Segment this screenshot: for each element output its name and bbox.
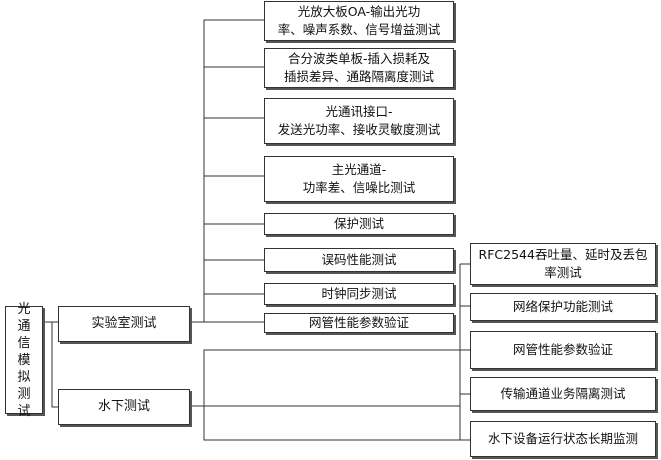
- uw-test-5-label: 水下设备运行状态长期监测: [487, 431, 638, 446]
- uw-test-4-label: 传输通道业务隔离测试: [500, 386, 626, 401]
- lab-test-label: 实验室测试: [91, 316, 157, 331]
- lab-test-3-line1: 光通讯接口-: [325, 104, 393, 119]
- lab-test-1-line1: 光放大板OA-输出光功: [297, 4, 421, 19]
- lab-test-2-line2: 插损差异、通路隔离度测试: [283, 69, 434, 84]
- lab-test-protection: 保护测试: [264, 213, 454, 235]
- underwater-spine: [459, 264, 470, 441]
- lab-test-main-channel: 主光通道- 功率差、信噪比测试: [264, 156, 454, 202]
- uw-test-1-line1: RFC2544吞吐量、延时及丢包: [478, 247, 648, 262]
- lab-test-4-line2: 功率差、信噪比测试: [302, 180, 416, 195]
- root-label: 光通信模拟测试: [17, 301, 31, 419]
- lab-test-mux-demux: 合分波类单板-插入损耗及 插损差异、通路隔离度测试: [264, 48, 454, 88]
- underwater-link-top: [190, 349, 460, 407]
- underwater-test-network-protection: 网络保护功能测试: [470, 293, 656, 321]
- uw-test-2-label: 网络保护功能测试: [512, 299, 613, 314]
- lab-test-1-line2: 率、噪声系数、信号增益测试: [277, 22, 441, 37]
- lab-test-2-line1: 合分波类单板-插入损耗及: [287, 51, 430, 66]
- lab-test-optical-interface: 光通讯接口- 发送光功率、接收灵敏度测试: [264, 98, 454, 144]
- underwater-test-channel-isolation: 传输通道业务隔离测试: [470, 377, 656, 411]
- uw-test-1-line2: 率测试: [544, 265, 582, 280]
- lab-spine: [190, 19, 264, 323]
- lab-test-nms-params: 网管性能参数验证: [264, 313, 454, 333]
- root-node: 光通信模拟测试: [5, 302, 43, 419]
- underwater-test-rfc2544: RFC2544吞吐量、延时及丢包 率测试: [470, 243, 656, 285]
- lab-test-8-label: 网管性能参数验证: [308, 315, 409, 330]
- uw-test-3-label: 网管性能参数验证: [512, 342, 613, 357]
- lab-test-6-label: 误码性能测试: [321, 252, 397, 267]
- lab-test-5-label: 保护测试: [333, 216, 384, 231]
- lab-test-clock-sync: 时钟同步测试: [264, 283, 454, 305]
- lab-test-3-line2: 发送光功率、接收灵敏度测试: [277, 122, 441, 137]
- underwater-link-bottom: [190, 405, 460, 441]
- root-spine: [43, 321, 58, 408]
- lab-test-7-label: 时钟同步测试: [321, 286, 397, 301]
- underwater-test-nms-params: 网管性能参数验证: [470, 331, 656, 369]
- lab-test-bit-error: 误码性能测试: [264, 248, 454, 272]
- underwater-test-label: 水下测试: [97, 399, 150, 414]
- lab-test-optical-amplifier: 光放大板OA-输出光功 率、噪声系数、信号增益测试: [264, 1, 454, 41]
- lab-test-4-line1: 主光通道-: [331, 162, 387, 177]
- underwater-test-node: 水下测试: [58, 389, 190, 425]
- lab-test-node: 实验室测试: [58, 306, 190, 342]
- underwater-test-long-term-monitoring: 水下设备运行状态长期监测: [470, 421, 656, 457]
